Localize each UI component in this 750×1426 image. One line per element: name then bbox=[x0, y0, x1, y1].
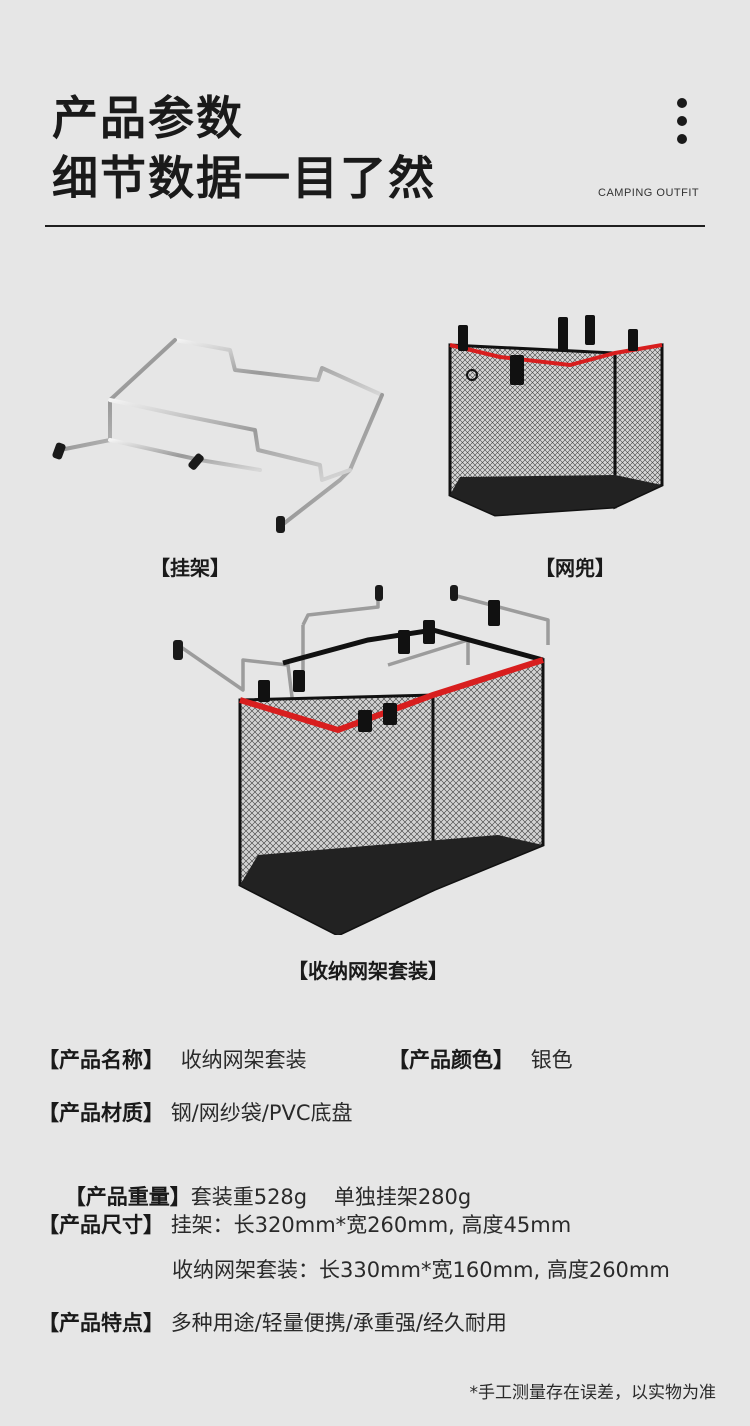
spec-row-name: 【产品名称】 收纳网架套装 bbox=[38, 1045, 307, 1075]
net-caption: 【网兜】 bbox=[535, 556, 615, 580]
rack-caption: 【挂架】 bbox=[150, 556, 230, 580]
page-title-line-1: 产品参数 bbox=[52, 91, 244, 145]
spec-label: 【产品尺寸】 bbox=[38, 1213, 164, 1237]
header-divider bbox=[45, 225, 705, 227]
spec-value: 钢/网纱袋/PVC底盘 bbox=[170, 1101, 353, 1125]
spec-value: 银色 bbox=[530, 1048, 573, 1072]
spec-value: 多种用途/轻量便携/承重强/经久耐用 bbox=[170, 1311, 507, 1335]
spec-row-color: 【产品颜色】 银色 bbox=[388, 1045, 573, 1075]
spec-row-feature: 【产品特点】 多种用途/轻量便携/承重强/经久耐用 bbox=[38, 1308, 507, 1338]
spec-value: 挂架：长320mm*宽260mm, 高度45mm bbox=[170, 1213, 572, 1237]
set-image bbox=[173, 585, 550, 935]
page-header: 产品参数 细节数据一目了然 bbox=[52, 88, 436, 208]
spec-label: 【产品材质】 bbox=[38, 1101, 164, 1125]
spec-label: 【产品名称】 bbox=[38, 1048, 164, 1072]
spec-row-size-2: 收纳网架套装：长330mm*宽160mm, 高度260mm bbox=[172, 1255, 670, 1285]
spec-row-material: 【产品材质】 钢/网纱袋/PVC底盘 bbox=[38, 1098, 353, 1128]
spec-label: 【产品特点】 bbox=[38, 1311, 164, 1335]
spec-row-size: 【产品尺寸】 挂架：长320mm*宽260mm, 高度45mm bbox=[38, 1210, 571, 1240]
spec-label: 【产品颜色】 bbox=[388, 1048, 514, 1072]
rack-image bbox=[52, 338, 384, 533]
spec-value: 收纳网架套装 bbox=[180, 1048, 307, 1072]
brand-tagline: CAMPING OUTFIT bbox=[598, 187, 700, 199]
vertical-dots-icon bbox=[677, 98, 689, 152]
measurement-note: *手工测量存在误差，以实物为准 bbox=[469, 1383, 717, 1403]
spec-row-weight: 【产品重量】套装重528g 单独挂架280g bbox=[38, 1152, 472, 1242]
page-title-line-2: 细节数据一目了然 bbox=[52, 151, 436, 205]
spec-label: 【产品重量】 bbox=[64, 1185, 191, 1209]
spec-value: 套装重528g 单独挂架280g bbox=[190, 1185, 472, 1209]
net-bag-image bbox=[448, 315, 664, 517]
set-caption: 【收纳网架套装】 bbox=[288, 959, 448, 983]
spec-value: 收纳网架套装：长330mm*宽160mm, 高度260mm bbox=[172, 1258, 670, 1282]
